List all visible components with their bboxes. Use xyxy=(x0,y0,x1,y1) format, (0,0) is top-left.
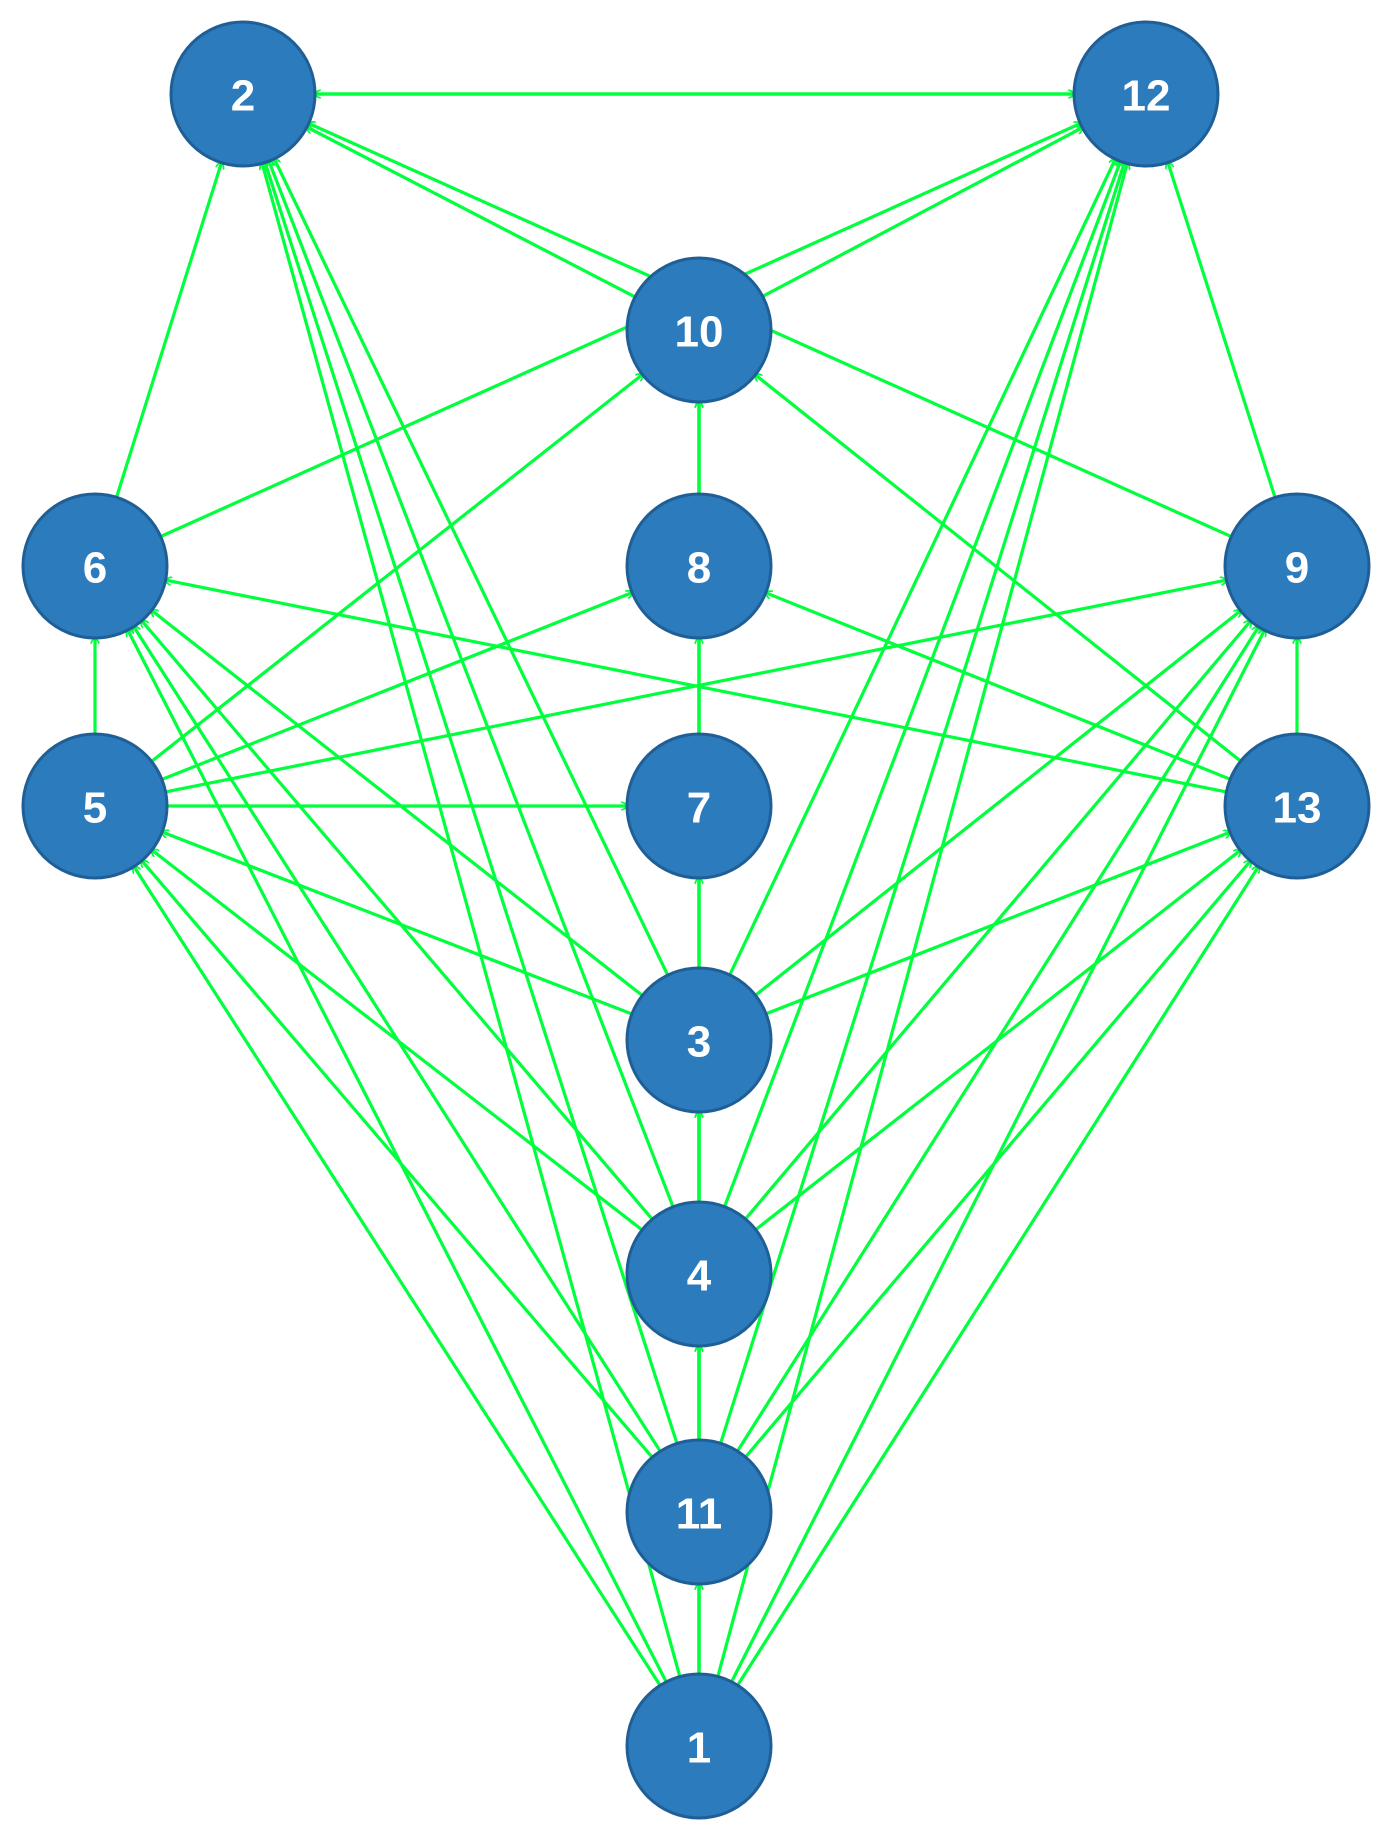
node-label: 12 xyxy=(1122,72,1171,121)
edge-10-to-12 xyxy=(758,125,1084,300)
node-label: 2 xyxy=(231,72,255,121)
node-label: 9 xyxy=(1285,544,1309,593)
node-1: 1 xyxy=(625,1672,773,1820)
node-label: 7 xyxy=(687,784,711,833)
edge-3-to-12 xyxy=(726,157,1116,980)
edge-13-to-10 xyxy=(754,374,1245,765)
node-circle xyxy=(625,1672,773,1820)
edge-13-to-8 xyxy=(764,592,1235,783)
edge-3-to-9 xyxy=(751,609,1242,1000)
edge-4-to-5 xyxy=(150,849,647,1234)
edge-6-to-12 xyxy=(156,123,1082,540)
edge-10-to-2 xyxy=(305,124,640,301)
edge-11-to-2 xyxy=(264,161,680,1448)
edge-1-to-12 xyxy=(715,162,1128,1681)
edge-9-to-12 xyxy=(1167,161,1278,502)
edge-3-to-6 xyxy=(150,609,647,1000)
edge-3-to-2 xyxy=(271,157,671,980)
edge-1-to-2 xyxy=(262,161,683,1681)
node-circle xyxy=(625,732,773,880)
edge-4-to-9 xyxy=(741,619,1252,1224)
node-9: 9 xyxy=(1223,492,1371,640)
edge-1-to-5 xyxy=(133,865,664,1690)
node-label: 3 xyxy=(687,1018,711,1067)
edge-11-to-5 xyxy=(141,859,657,1462)
node-label: 8 xyxy=(687,544,711,593)
node-label: 11 xyxy=(676,1490,723,1539)
node-label: 6 xyxy=(83,544,107,593)
edge-1-to-13 xyxy=(734,865,1259,1690)
node-circle xyxy=(1223,492,1371,640)
edge-13-to-6 xyxy=(164,580,1231,795)
node-2: 2 xyxy=(169,20,317,168)
edge-4-to-12 xyxy=(721,159,1121,1211)
node-7: 7 xyxy=(625,732,773,880)
node-5: 5 xyxy=(21,732,169,880)
edge-11-to-12 xyxy=(717,161,1125,1448)
edge-1-to-9 xyxy=(728,628,1267,1687)
node-6: 6 xyxy=(21,492,169,640)
edge-4-to-13 xyxy=(751,849,1242,1234)
node-label: 1 xyxy=(687,1724,711,1773)
node-circle xyxy=(625,1438,773,1586)
edge-5-to-8 xyxy=(157,592,634,783)
node-8: 8 xyxy=(625,492,773,640)
edge-6-to-2 xyxy=(113,161,222,502)
edge-4-to-2 xyxy=(268,159,676,1212)
node-circle xyxy=(625,1200,773,1348)
node-3: 3 xyxy=(625,966,773,1114)
node-label: 10 xyxy=(675,308,724,357)
edge-5-to-10 xyxy=(147,373,644,766)
node-circle xyxy=(625,256,773,404)
node-circle xyxy=(1223,732,1371,880)
node-circle xyxy=(625,966,773,1114)
node-circle xyxy=(169,20,317,168)
node-circle xyxy=(21,492,169,640)
edges-layer xyxy=(95,94,1297,1690)
node-13: 13 xyxy=(1223,732,1371,880)
edge-4-to-6 xyxy=(140,619,657,1224)
node-label: 13 xyxy=(1273,784,1322,833)
node-circle xyxy=(21,732,169,880)
node-label: 4 xyxy=(687,1252,712,1301)
node-circle xyxy=(625,492,773,640)
node-11: 11 xyxy=(625,1438,773,1586)
edge-1-to-6 xyxy=(125,628,670,1687)
node-10: 10 xyxy=(625,256,773,404)
edge-3-to-13 xyxy=(761,832,1231,1017)
node-12: 12 xyxy=(1072,20,1220,168)
edge-3-to-5 xyxy=(160,831,637,1017)
node-4: 4 xyxy=(625,1200,773,1348)
node-circle xyxy=(1072,20,1220,168)
edge-11-to-13 xyxy=(741,859,1252,1462)
node-label: 5 xyxy=(83,784,107,833)
